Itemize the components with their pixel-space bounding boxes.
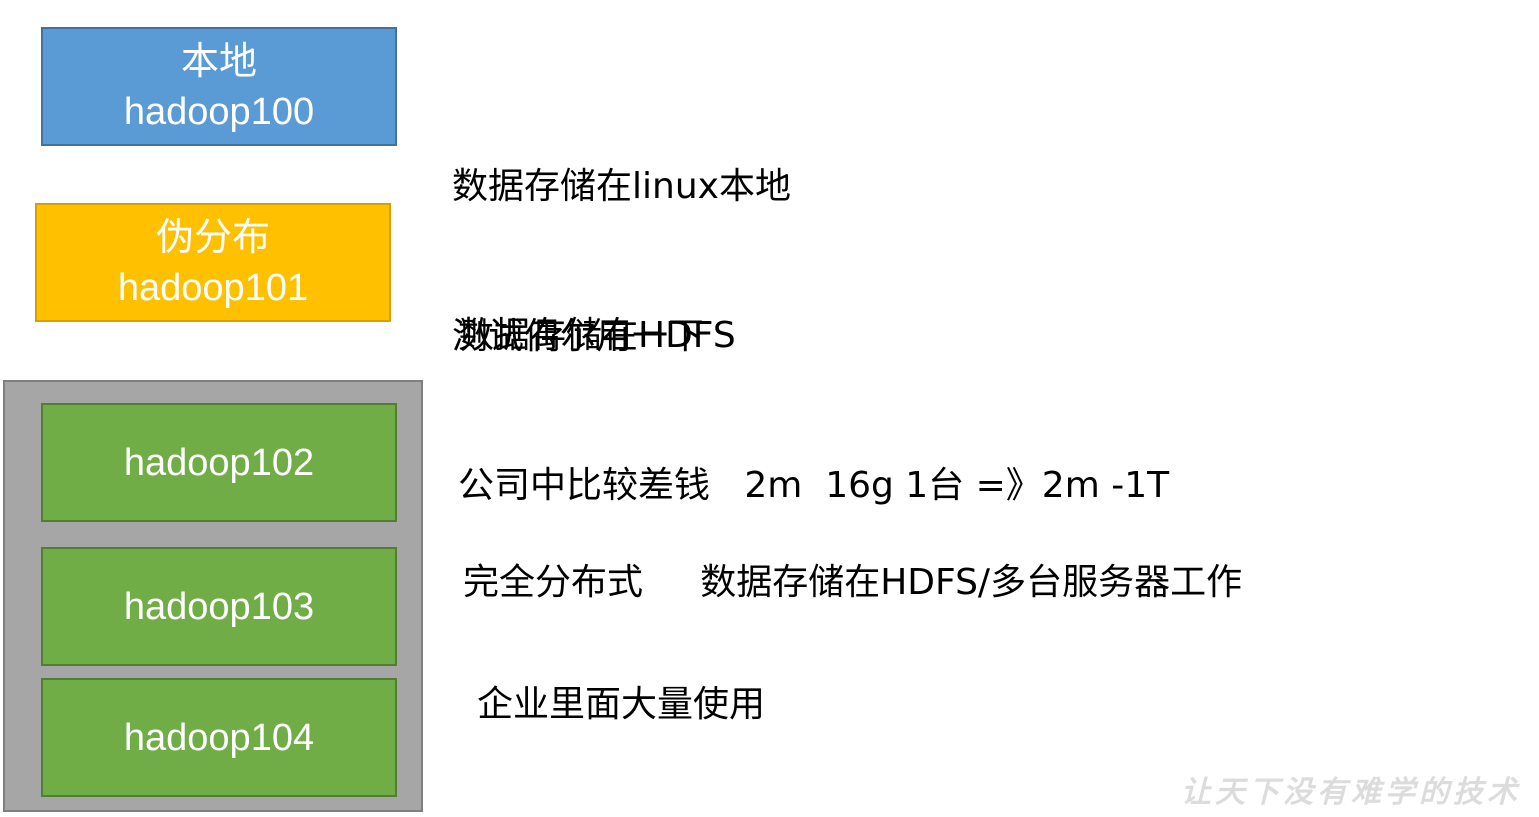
- pseudo-mode-desc-line2: 公司中比较差钱 2m 16g 1台 =》2m -1T: [458, 465, 1170, 506]
- pseudo-distributed-mode-box: 伪分布 hadoop101: [35, 203, 391, 322]
- pseudo-mode-desc-line1: 数据存储在HDFS: [458, 315, 736, 356]
- local-mode-description: 数据存储在linux本地 测试偶尔用一下: [452, 62, 791, 412]
- node-host-label: hadoop102: [123, 441, 315, 484]
- full-mode-usage-note: 企业里面大量使用: [477, 684, 766, 725]
- cluster-node-hadoop103: hadoop103: [41, 547, 397, 666]
- local-mode-host: hadoop100: [123, 90, 315, 133]
- local-mode-title: 本地: [180, 40, 257, 83]
- node-host-label: hadoop104: [123, 716, 315, 759]
- node-host-label: hadoop103: [123, 585, 315, 628]
- local-mode-desc-line1: 数据存储在linux本地: [452, 166, 791, 207]
- pseudo-mode-description: 数据存储在HDFS 公司中比较差钱 2m 16g 1台 =》2m -1T: [458, 211, 1169, 561]
- pseudo-mode-title: 伪分布: [155, 216, 270, 259]
- watermark-text: 让天下没有难学的技术: [1181, 775, 1521, 810]
- pseudo-mode-host: hadoop101: [117, 266, 309, 309]
- cluster-node-hadoop104: hadoop104: [41, 678, 397, 797]
- local-mode-box: 本地 hadoop100: [41, 27, 397, 146]
- full-mode-description: 完全分布式 数据存储在HDFS/多台服务器工作: [463, 562, 1243, 603]
- cluster-node-hadoop102: hadoop102: [41, 403, 397, 522]
- local-mode-desc-line2: 测试偶尔用一下: [452, 316, 705, 357]
